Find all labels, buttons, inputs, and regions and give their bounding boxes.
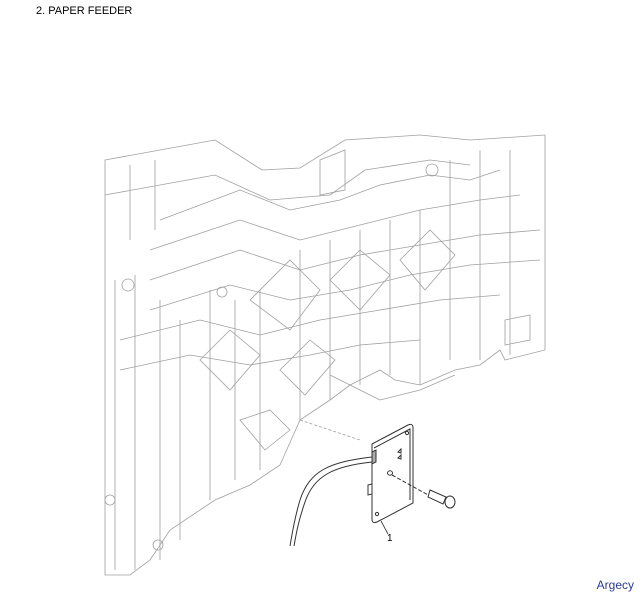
paper-feeder-frame (104, 134, 546, 576)
callout-1: 1 (387, 533, 393, 544)
harness-cable (289, 456, 373, 547)
callout-leader (380, 520, 389, 535)
section-title: 2. PAPER FEEDER (36, 5, 133, 17)
brand-watermark: Argecy (596, 578, 634, 592)
screw (391, 474, 456, 509)
sensor-pcb-part-1 (367, 423, 414, 524)
